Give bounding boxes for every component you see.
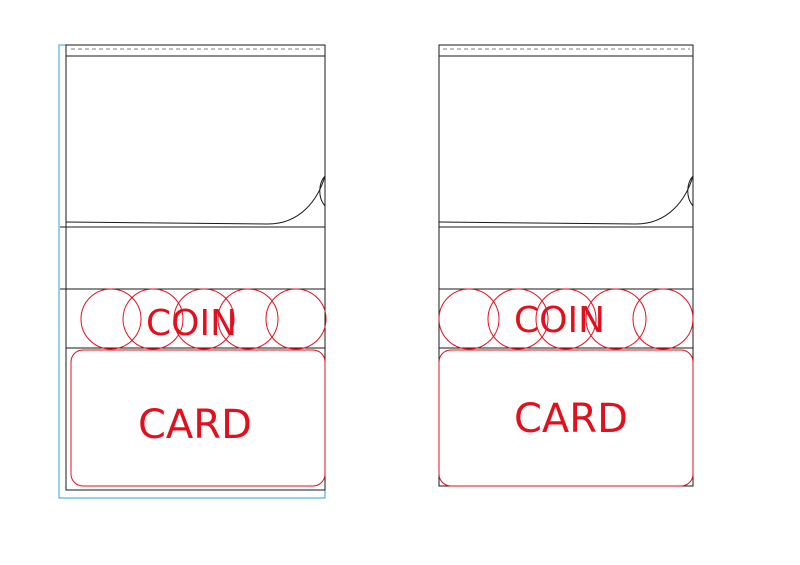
coin-circle xyxy=(173,288,235,350)
coin-circle xyxy=(438,288,500,350)
coin-circle xyxy=(80,288,142,350)
coin-circle xyxy=(632,288,694,350)
coin-circle xyxy=(122,288,184,350)
right-panel: COIN CARD xyxy=(438,44,694,487)
pocket-notch xyxy=(687,175,694,207)
card-label: CARD xyxy=(138,402,252,448)
card-label: CARD xyxy=(514,396,628,442)
card-slot xyxy=(438,349,694,487)
coin-circle xyxy=(535,288,597,350)
coin-slots xyxy=(438,288,694,350)
panel-outline xyxy=(65,44,326,491)
coin-label: COIN xyxy=(146,303,237,344)
pocket-notch xyxy=(319,175,326,207)
pocket-curve xyxy=(65,175,326,225)
left-panel: COIN CARD xyxy=(58,44,327,499)
coin-label: COIN xyxy=(514,300,605,341)
coin-circle xyxy=(585,288,647,350)
coin-circle xyxy=(487,288,549,350)
card-slot xyxy=(70,349,326,487)
coin-circle xyxy=(265,288,327,350)
coin-circle xyxy=(217,288,279,350)
pocket-curve xyxy=(438,175,694,225)
coin-slots xyxy=(80,288,327,350)
